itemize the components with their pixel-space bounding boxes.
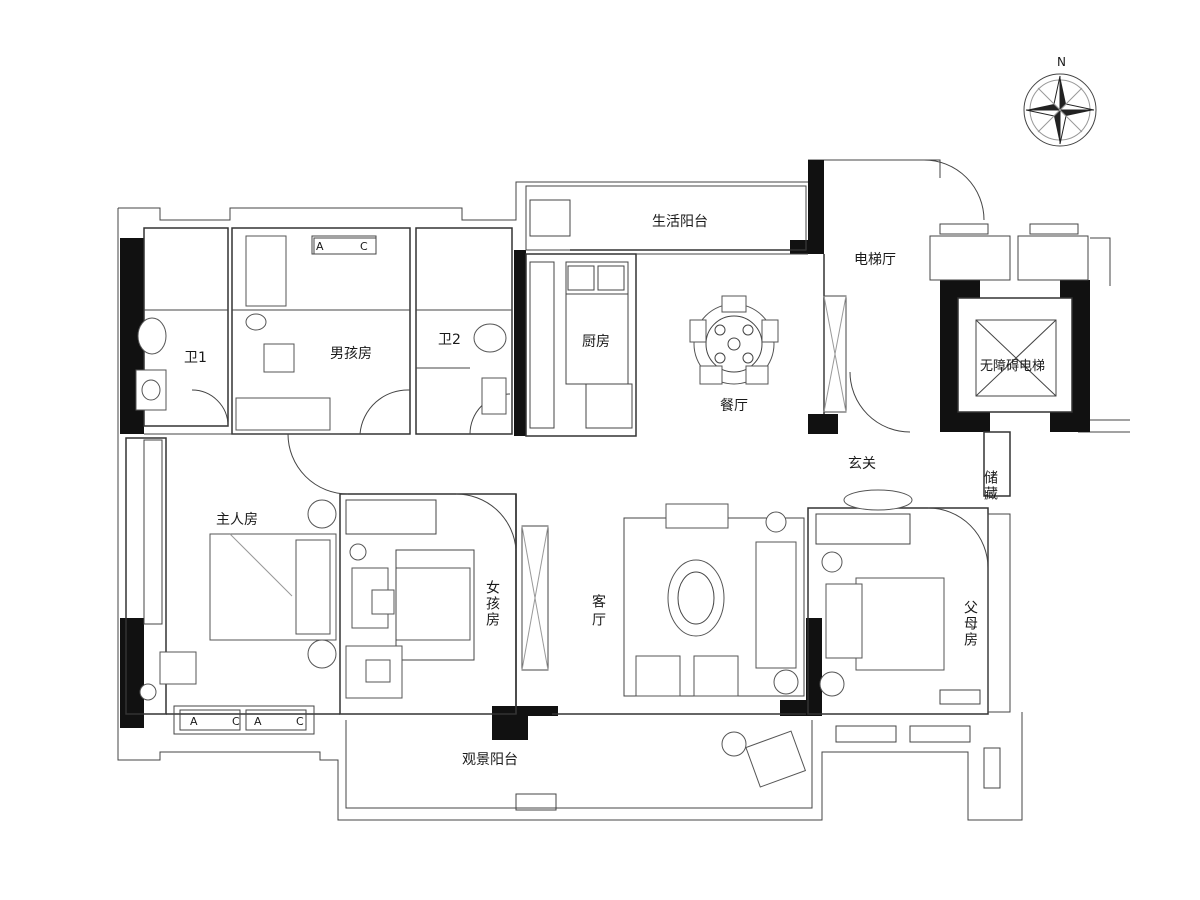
room-label-bath2: 卫2 <box>438 332 461 348</box>
room-label-balcony-life: 生活阳台 <box>652 214 708 230</box>
ac-label-c: C <box>360 240 368 253</box>
room-label-boys-room: 男孩房 <box>330 346 372 362</box>
ac-label-c: C <box>232 715 240 728</box>
ac-label-c: C <box>296 715 304 728</box>
room-label-girls-room: 女孩房 <box>484 579 500 628</box>
room-label-kitchen: 厨房 <box>582 334 610 350</box>
room-label-bath1: 卫1 <box>184 350 207 366</box>
room-label-observation-balcony: 观景阳台 <box>462 752 518 768</box>
ac-label-a: A <box>190 715 198 728</box>
room-label-foyer: 玄关 <box>848 455 876 472</box>
ac-label-a: A <box>316 240 324 253</box>
dining-table-icon <box>689 295 779 385</box>
room-label-accessible-elevator: 无障碍电梯 <box>980 359 1045 374</box>
vertical-labels: 储藏 女孩房 客厅 父母房 <box>484 470 998 648</box>
room-label-parents-room: 父母房 <box>962 600 978 648</box>
furniture <box>135 223 1079 788</box>
room-label-storage: 储藏 <box>982 470 998 502</box>
room-label-master: 主人房 <box>216 512 258 528</box>
room-label-living: 客厅 <box>590 593 606 630</box>
room-labels: 生活阳台 电梯厅 无障碍电梯 卫1 男孩房 卫2 厨房 餐厅 玄关 主人房 观景… <box>184 214 1045 768</box>
compass-icon: N <box>1023 55 1097 147</box>
compass-north-label: N <box>1057 55 1066 69</box>
room-label-elevator-hall: 电梯厅 <box>854 252 896 268</box>
room-label-dining: 餐厅 <box>720 398 748 414</box>
ac-units: A C A C A C <box>190 235 377 728</box>
doors <box>191 159 989 569</box>
ac-label-a: A <box>254 715 262 728</box>
